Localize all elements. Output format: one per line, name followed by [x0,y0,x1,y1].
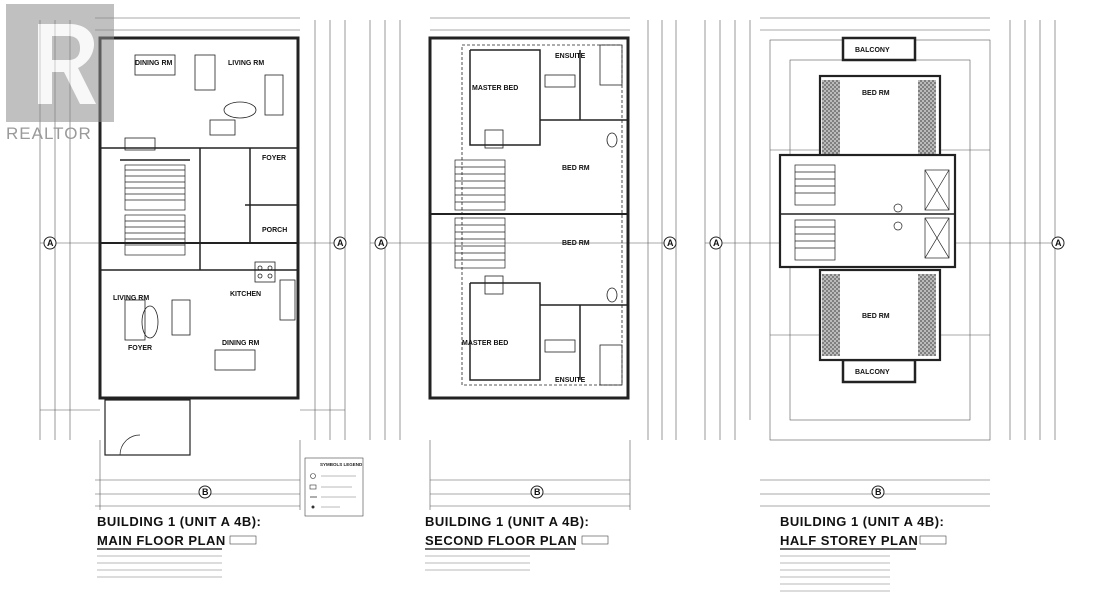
room-label: DINING RM [222,340,260,347]
grid-label-b: B [534,487,541,497]
room-label: BED RM [862,90,890,97]
plan-subtitle: SECOND FLOOR PLAN [425,533,577,548]
room-label: BED RM [862,313,890,320]
room-label: BALCONY [855,369,890,376]
room-label: MASTER BED [462,340,508,347]
grid-label-a: A [378,238,385,248]
room-label: BED RM [562,240,590,247]
grid-label-a: A [337,238,344,248]
room-label: LIVING RM [228,60,264,67]
room-label: MASTER BED [472,85,518,92]
grid-label-b: B [875,487,882,497]
realtor-watermark-text: REALTOR [6,124,92,143]
room-label: ENSUITE [555,377,586,384]
grid-label-a: A [47,238,54,248]
half-storey-plan: BALCONY BED RM BED RM BALCONY A A B [704,17,1065,507]
second-floor-plan: ENSUITE MASTER BED BED RM BED RM MASTER … [369,17,677,510]
grid-label-b: B [202,487,209,497]
room-label: PORCH [262,227,287,234]
plan-title: BUILDING 1 (UNIT A 4B): [97,514,261,529]
legend-title: SYMBOLS LEGEND [320,462,363,467]
grid-label-a: A [713,238,720,248]
room-label: FOYER [128,345,152,352]
room-label: ENSUITE [555,53,586,60]
plan-subtitle: HALF STOREY PLAN [780,533,918,548]
room-label: BALCONY [855,47,890,54]
plan-titles: BUILDING 1 (UNIT A 4B): MAIN FLOOR PLAN … [97,514,947,592]
room-label: KITCHEN [230,291,261,298]
room-label: DINING RM [135,60,173,67]
room-label: FOYER [262,155,286,162]
grid-label-a: A [667,238,674,248]
main-floor-plan: DINING RM LIVING RM FOYER PORCH LIVING R… [39,17,347,510]
plan-title: BUILDING 1 (UNIT A 4B): [425,514,589,529]
plan-subtitle: MAIN FLOOR PLAN [97,533,226,548]
room-label: LIVING RM [113,295,149,302]
grid-label-a: A [1055,238,1062,248]
plan-title: BUILDING 1 (UNIT A 4B): [780,514,944,529]
symbols-legend: SYMBOLS LEGEND [304,457,364,517]
room-label: BED RM [562,165,590,172]
